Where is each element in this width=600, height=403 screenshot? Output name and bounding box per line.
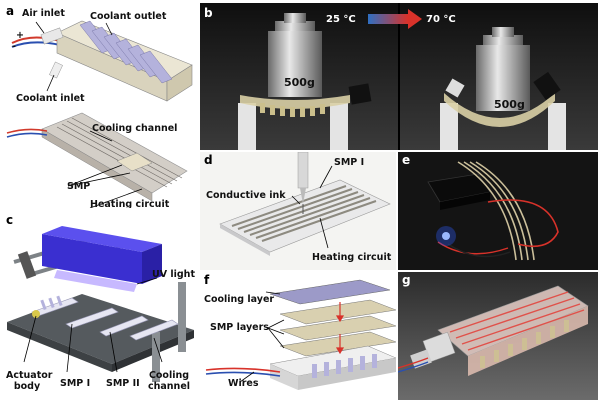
smp-ii-label: SMP II	[106, 378, 140, 389]
panel-b-photo	[200, 3, 598, 150]
weight-label-left: 500g	[284, 76, 315, 89]
actuator-body-label: Actuator body	[6, 370, 53, 392]
heating-circuit-label: Heating circuit	[90, 199, 170, 208]
smp-i-label: SMP I	[60, 378, 91, 389]
panel-c: c UV light Actuator body SMP I SMP II Co…	[2, 212, 198, 400]
coolant-inlet-label: Coolant inlet	[16, 93, 85, 104]
coolant-outlet-label: Coolant outlet	[90, 11, 167, 22]
panel-label-d: d	[204, 153, 213, 167]
conductive-ink-label: Conductive ink	[206, 190, 286, 201]
cooling-layer-label: Cooling layer	[204, 294, 275, 305]
panel-a: a Air inlet Coolant outlet + - Coolant i…	[2, 3, 198, 208]
heating-circuit-label-d: Heating circuit	[312, 252, 392, 263]
panel-d-illustration	[219, 152, 391, 256]
panel-f: f Cooling layer SMP layers Wires	[200, 272, 396, 400]
panel-label-e: e	[402, 153, 411, 167]
panel-f-illustration	[205, 279, 396, 390]
panel-d: d SMP I Conductive ink Heating circuit	[200, 152, 396, 270]
temperature-end-label: 70 °C	[426, 14, 456, 25]
panel-g: g	[398, 272, 598, 400]
wires-label: Wires	[228, 378, 259, 389]
panel-label-a: a	[6, 4, 15, 18]
weight-label-right: 500g	[494, 98, 525, 111]
cooling-channel-label: Cooling channel	[92, 123, 178, 134]
uv-light-label: UV light	[152, 269, 195, 280]
panel-label-f: f	[204, 273, 210, 287]
panel-e-photo	[398, 152, 598, 270]
panel-label-c: c	[6, 213, 14, 227]
panel-g-photo	[398, 272, 598, 400]
panel-b: b 25 °C 70 °C 500g 500g	[200, 3, 598, 150]
panel-c-illustration	[7, 226, 194, 382]
smp-layers-label: SMP layers	[210, 322, 269, 333]
panel-e: e	[398, 152, 598, 270]
panel-a-illustration	[6, 20, 193, 208]
cooling-channel-label-c: Cooling channel	[147, 370, 191, 392]
smp-label: SMP	[67, 181, 91, 192]
panel-label-g: g	[402, 273, 411, 287]
plus-terminal-label: +	[16, 30, 24, 41]
air-inlet-label: Air inlet	[22, 8, 65, 19]
smp-i-label-d: SMP I	[334, 157, 365, 168]
panel-label-b: b	[204, 6, 213, 20]
minus-terminal-label: -	[12, 41, 16, 52]
temperature-start-label: 25 °C	[326, 14, 356, 25]
